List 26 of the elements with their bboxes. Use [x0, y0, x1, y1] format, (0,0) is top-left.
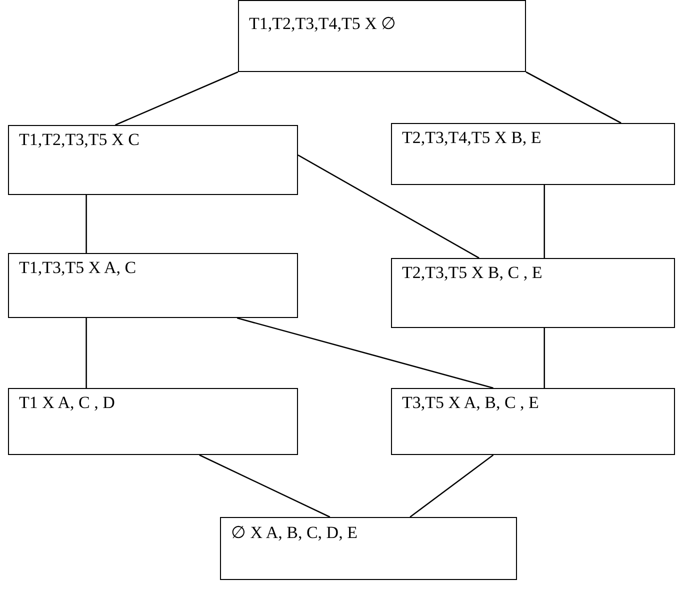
connector-line: [526, 71, 622, 124]
concept-label: T1,T2,T3,T5 X C: [19, 130, 140, 149]
concept-label: ∅ X A, B, C, D, E: [231, 523, 358, 542]
connector-line: [410, 454, 494, 518]
connector-line: [544, 185, 545, 258]
connector-line: [236, 317, 494, 389]
concept-label: T1 X A, C , D: [19, 393, 115, 412]
concept-box: [8, 125, 298, 195]
concept-box: [391, 258, 675, 328]
concept-box: [391, 388, 675, 455]
connector-line: [199, 454, 330, 518]
connector-line: [86, 318, 87, 388]
connector-line: [86, 195, 87, 253]
concept-label: T1,T3,T5 X A, C: [19, 258, 136, 277]
concept-box: [391, 123, 675, 185]
concept-box: [8, 388, 298, 455]
connector-line: [115, 71, 238, 126]
connector-line: [298, 154, 480, 259]
concept-label: T2,T3,T4,T5 X B, E: [402, 128, 542, 147]
connector-line: [544, 328, 545, 388]
concept-box: [220, 517, 517, 580]
concept-label: T3,T5 X A, B, C , E: [402, 393, 539, 412]
concept-box: [8, 253, 298, 318]
concept-label: T2,T3,T5 X B, C , E: [402, 263, 542, 282]
concept-box: [238, 0, 526, 72]
concept-label: T1,T2,T3,T4,T5 X ∅: [249, 14, 396, 33]
